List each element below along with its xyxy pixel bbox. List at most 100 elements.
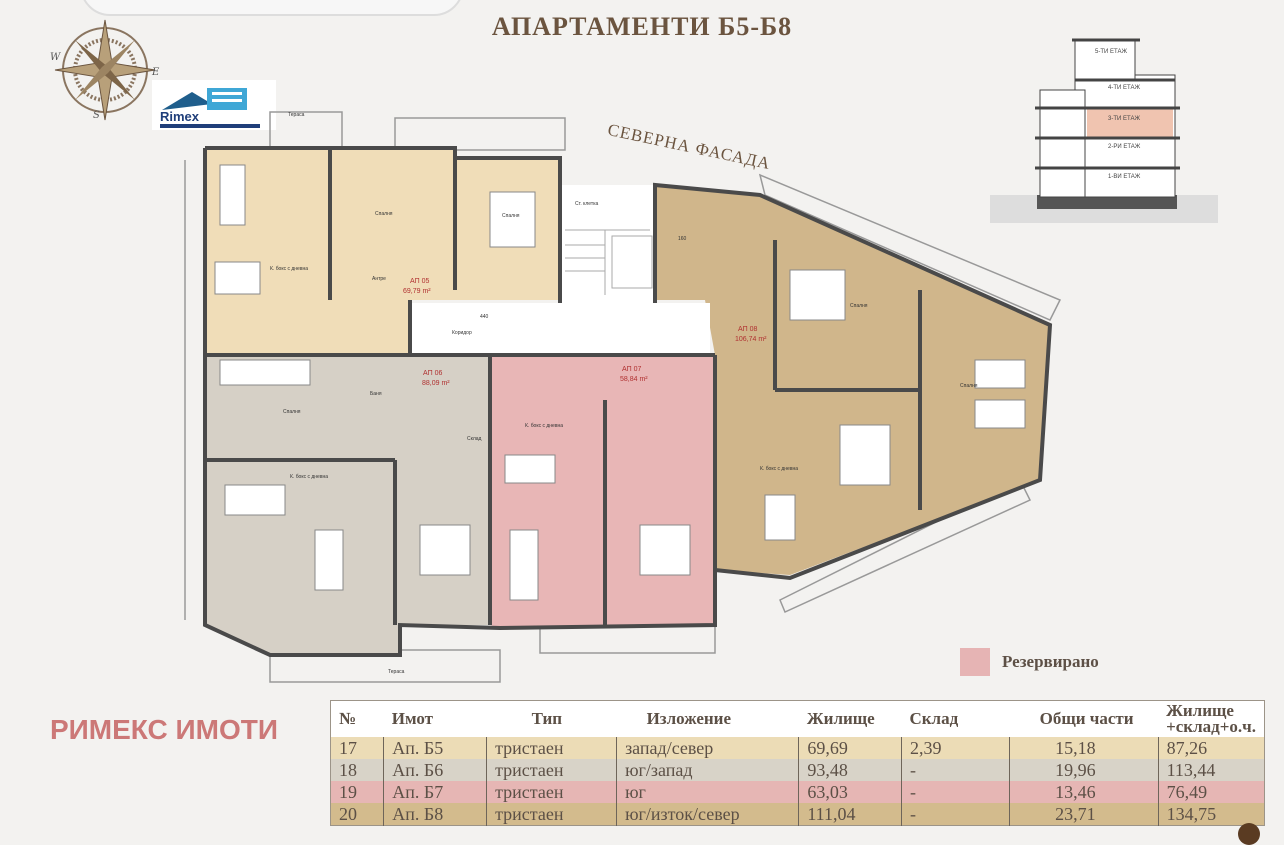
apartment-08-label: АП 08 [738,326,757,333]
room-label-terrace: Тераса [388,669,405,675]
col-orientation: Изложение [646,709,732,728]
table-icon [214,261,261,295]
room-label-bedroom: Спалня [850,303,868,309]
logo-text: Rimex [160,109,200,124]
table-cell: 20 [339,804,357,824]
apartment-06-area-label: 88,09 m² [422,380,450,387]
compass-w: W [50,52,61,63]
room-label-storage: Склад [467,436,482,442]
table-cell: 63,03 [798,781,902,803]
apartments-table: № Имот Тип Изложение Жилище Склад Общи ч… [330,700,1265,826]
room-label-living: К. бокс с дневна [270,266,308,272]
compass-s: S [93,110,100,121]
table-cell: тристаен [486,759,617,781]
building-section-diagram: 5-ТИ ЕТАЖ 4-ТИ ЕТАЖ 3-ТИ ЕТАЖ 2-РИ ЕТАЖ … [990,38,1218,223]
table-cell: 15,18 [1009,737,1159,759]
apartment-05-area[interactable] [205,148,560,355]
bed-icon [419,524,471,576]
table-cell: юг/изток/север [616,803,799,826]
sofa-icon [224,484,286,516]
table-cell: 134,75 [1157,803,1265,826]
table-cell: Ап. Б6 [383,759,487,781]
table-cell: 76,49 [1157,781,1265,803]
bed-icon [489,191,536,248]
col-dwelling: Жилище [806,709,875,728]
bed-icon [639,524,691,576]
highlighted-floor [1087,108,1173,137]
floor-label-2: 2-РИ ЕТАЖ [1108,144,1141,150]
corridor-dimension: 440 [480,314,489,320]
terrace-outline [394,117,566,151]
wardrobe-icon [219,359,311,386]
floor-plan: 440 160 АП 05 69,79 m² АП 06 88,09 m² АП… [184,111,1062,683]
room-label-bedroom: Спалня [502,213,520,219]
terrace-outline [539,624,716,654]
table-cell: Ап. Б8 [383,803,487,826]
floor-label-1: 1-ВИ ЕТАЖ [1108,174,1141,180]
table-cell: тристаен [486,737,617,759]
table-cell: запад/север [616,737,799,759]
room-label-stair: Ст. клетка [575,201,598,207]
table-cell: Ап. Б5 [383,737,487,759]
table-cell: тристаен [486,781,617,803]
room-label-living: К. бокс с дневна [525,423,563,429]
room-label-terrace: Тераса [288,112,305,118]
table-cell: 111,04 [798,803,902,826]
table-cell: тристаен [486,803,617,826]
table-cell: 113,44 [1157,759,1265,781]
table-cell: - [900,759,1010,781]
room-label-bedroom: Спалня [375,211,393,217]
room-label-entry: Антре [372,276,386,282]
rimex-logo-icon: Rimex [152,80,276,130]
table-cell: Ап. Б7 [383,781,487,803]
col-property: Имот [391,709,433,728]
table-cell: юг [616,781,799,803]
col-type: Тип [531,709,563,728]
table-cell: 13,46 [1009,781,1159,803]
col-common: Общи части [1039,709,1134,728]
table-cell: 93,48 [798,759,902,781]
room-label-bath: Баня [370,391,382,397]
apartment-08-area-label: 106,74 m² [735,336,767,343]
apartment-07-area-label: 58,84 m² [620,376,648,383]
terrace-outline [269,111,343,149]
table-cell: 2,39 [900,737,1010,759]
table-cell: 17 [339,738,357,758]
table-icon [764,494,796,541]
table-cell: 19,96 [1009,759,1159,781]
bed-icon [974,399,1026,429]
apartment-07-label: АП 07 [622,366,641,373]
sofa-icon [839,424,891,486]
page-title: АПАРТАМЕНТИ Б5-Б8 [491,12,793,41]
table-cell: юг/запад [616,759,799,781]
sofa-icon [219,164,246,226]
apartment-05-label: АП 05 [410,278,429,285]
terrace-outline [758,173,1062,321]
table-cell: 87,26 [1157,737,1265,759]
common-corridor [410,303,710,355]
apartment-06-label: АП 06 [423,370,442,377]
legend-reserved-swatch [960,648,990,676]
room-label-bedroom: Спалня [960,383,978,389]
room-label-living: К. бокс с дневна [290,474,328,480]
room-label-living: К. бокс с дневна [760,466,798,472]
legend: Резервирано [960,648,1099,676]
watermark-text: РИМЕКС ИМОТИ [50,714,278,745]
apartment-05-area-label: 69,79 m² [403,288,431,295]
floor-label-3: 3-ТИ ЕТАЖ [1108,116,1140,122]
table-icon [504,454,556,484]
room-label-bedroom: Спалня [283,409,301,415]
apartment-06-area[interactable] [205,355,490,655]
table-icon [314,529,344,591]
table-cell: 18 [339,760,357,780]
compass-rose-icon: W E S [50,19,160,121]
page-number-badge [1238,823,1260,845]
room-label-corridor: Коридор [452,330,472,336]
bed-icon [789,269,846,321]
table-cell: 23,71 [1009,803,1159,826]
table-cell: - [900,781,1010,803]
table-header: № Имот Тип Изложение Жилище Склад Общи ч… [331,701,1265,738]
